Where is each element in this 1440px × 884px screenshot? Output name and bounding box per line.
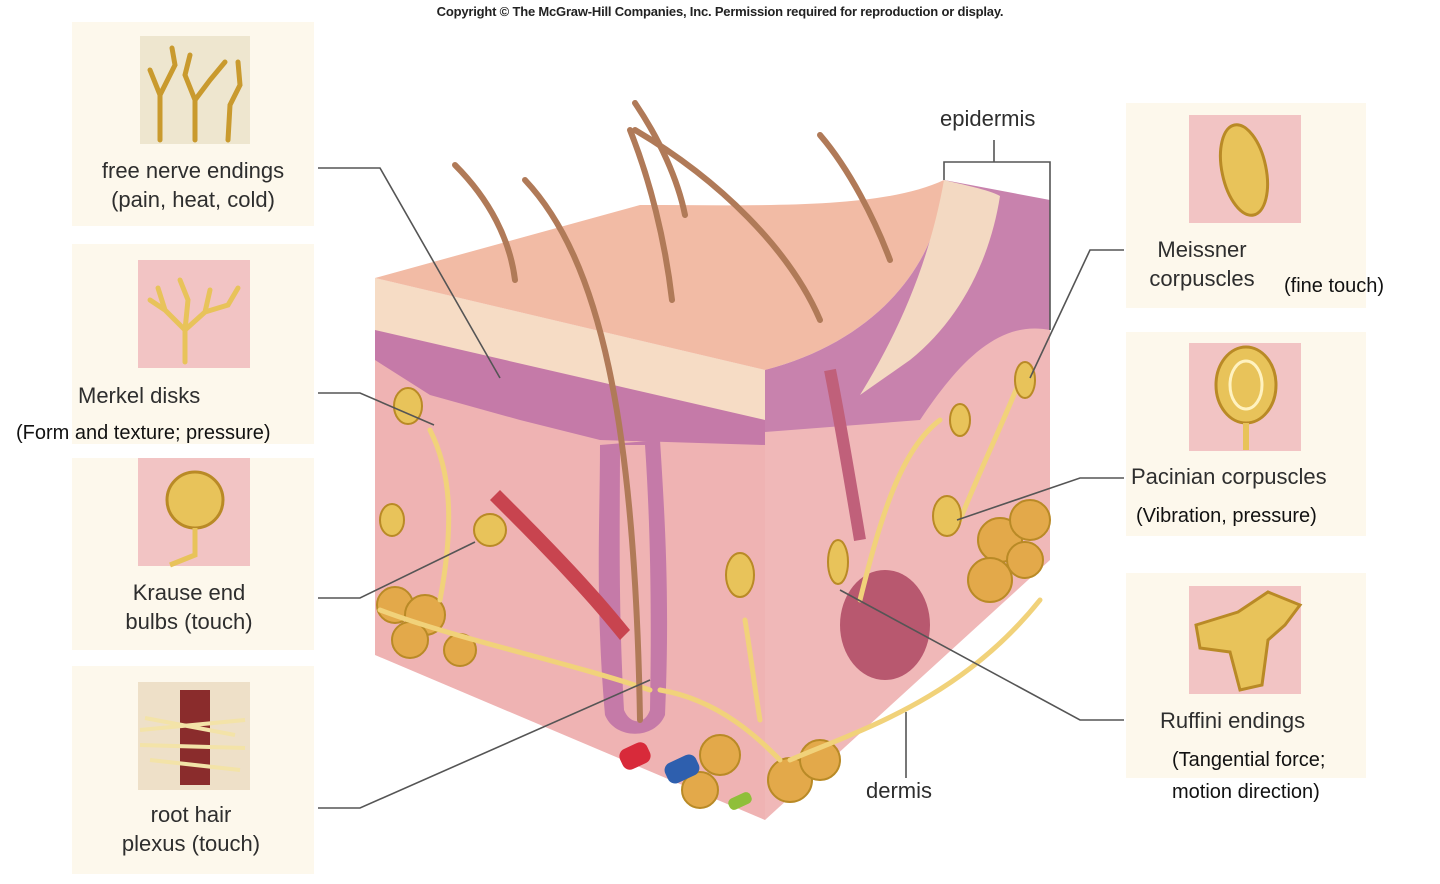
ruffini-endings-function-line1: (Tangential force;: [1172, 744, 1325, 776]
ruffini-endings-function: (Tangential force; motion direction): [1172, 744, 1325, 808]
pacinian-corpuscles-icon: [1216, 347, 1276, 450]
merkel-disks-function: (Form and texture; pressure): [16, 419, 271, 447]
merkel-disks-icon: [150, 280, 238, 362]
meissner-corpuscles-icon: [1213, 120, 1275, 219]
pacinian-corpuscles-function: (Vibration, pressure): [1136, 502, 1317, 530]
ruffini-endings-icon: [1196, 592, 1300, 690]
free-nerve-endings-function: (pain, heat, cold): [72, 185, 314, 214]
epidermis-label: epidermis: [940, 104, 1035, 133]
pacinian-corpuscles-label: Pacinian corpuscles: [1131, 462, 1327, 491]
krause-end-bulbs-name: Krause end: [72, 578, 306, 607]
meissner-corpuscles-label: Meissner corpuscles: [1136, 235, 1268, 293]
skin-block: [375, 103, 1050, 820]
krause-end-bulbs-label: Krause end bulbs (touch): [72, 578, 306, 636]
root-hair-plexus-name: root hair: [72, 800, 310, 829]
dermis-label: dermis: [866, 776, 932, 805]
merkel-disks-label: Merkel disks: [78, 381, 200, 410]
root-hair-plexus-icon: [140, 690, 245, 785]
free-nerve-endings-icon: [150, 48, 240, 140]
root-hair-plexus-label: root hair plexus (touch): [72, 800, 310, 858]
free-nerve-endings-name: free nerve endings: [72, 156, 314, 185]
root-hair-plexus-function: plexus (touch): [72, 829, 310, 858]
meissner-corpuscles-function: (fine touch): [1284, 272, 1384, 300]
krause-end-bulbs-function: bulbs (touch): [72, 607, 306, 636]
ruffini-endings-function-line2: motion direction): [1172, 776, 1325, 808]
krause-end-bulbs-icon: [167, 472, 223, 565]
meissner-corpuscles-name-line2: corpuscles: [1136, 264, 1268, 293]
meissner-corpuscles-name-line1: Meissner: [1136, 235, 1268, 264]
free-nerve-endings-label: free nerve endings (pain, heat, cold): [72, 156, 314, 214]
ruffini-endings-label: Ruffini endings: [1160, 706, 1305, 735]
